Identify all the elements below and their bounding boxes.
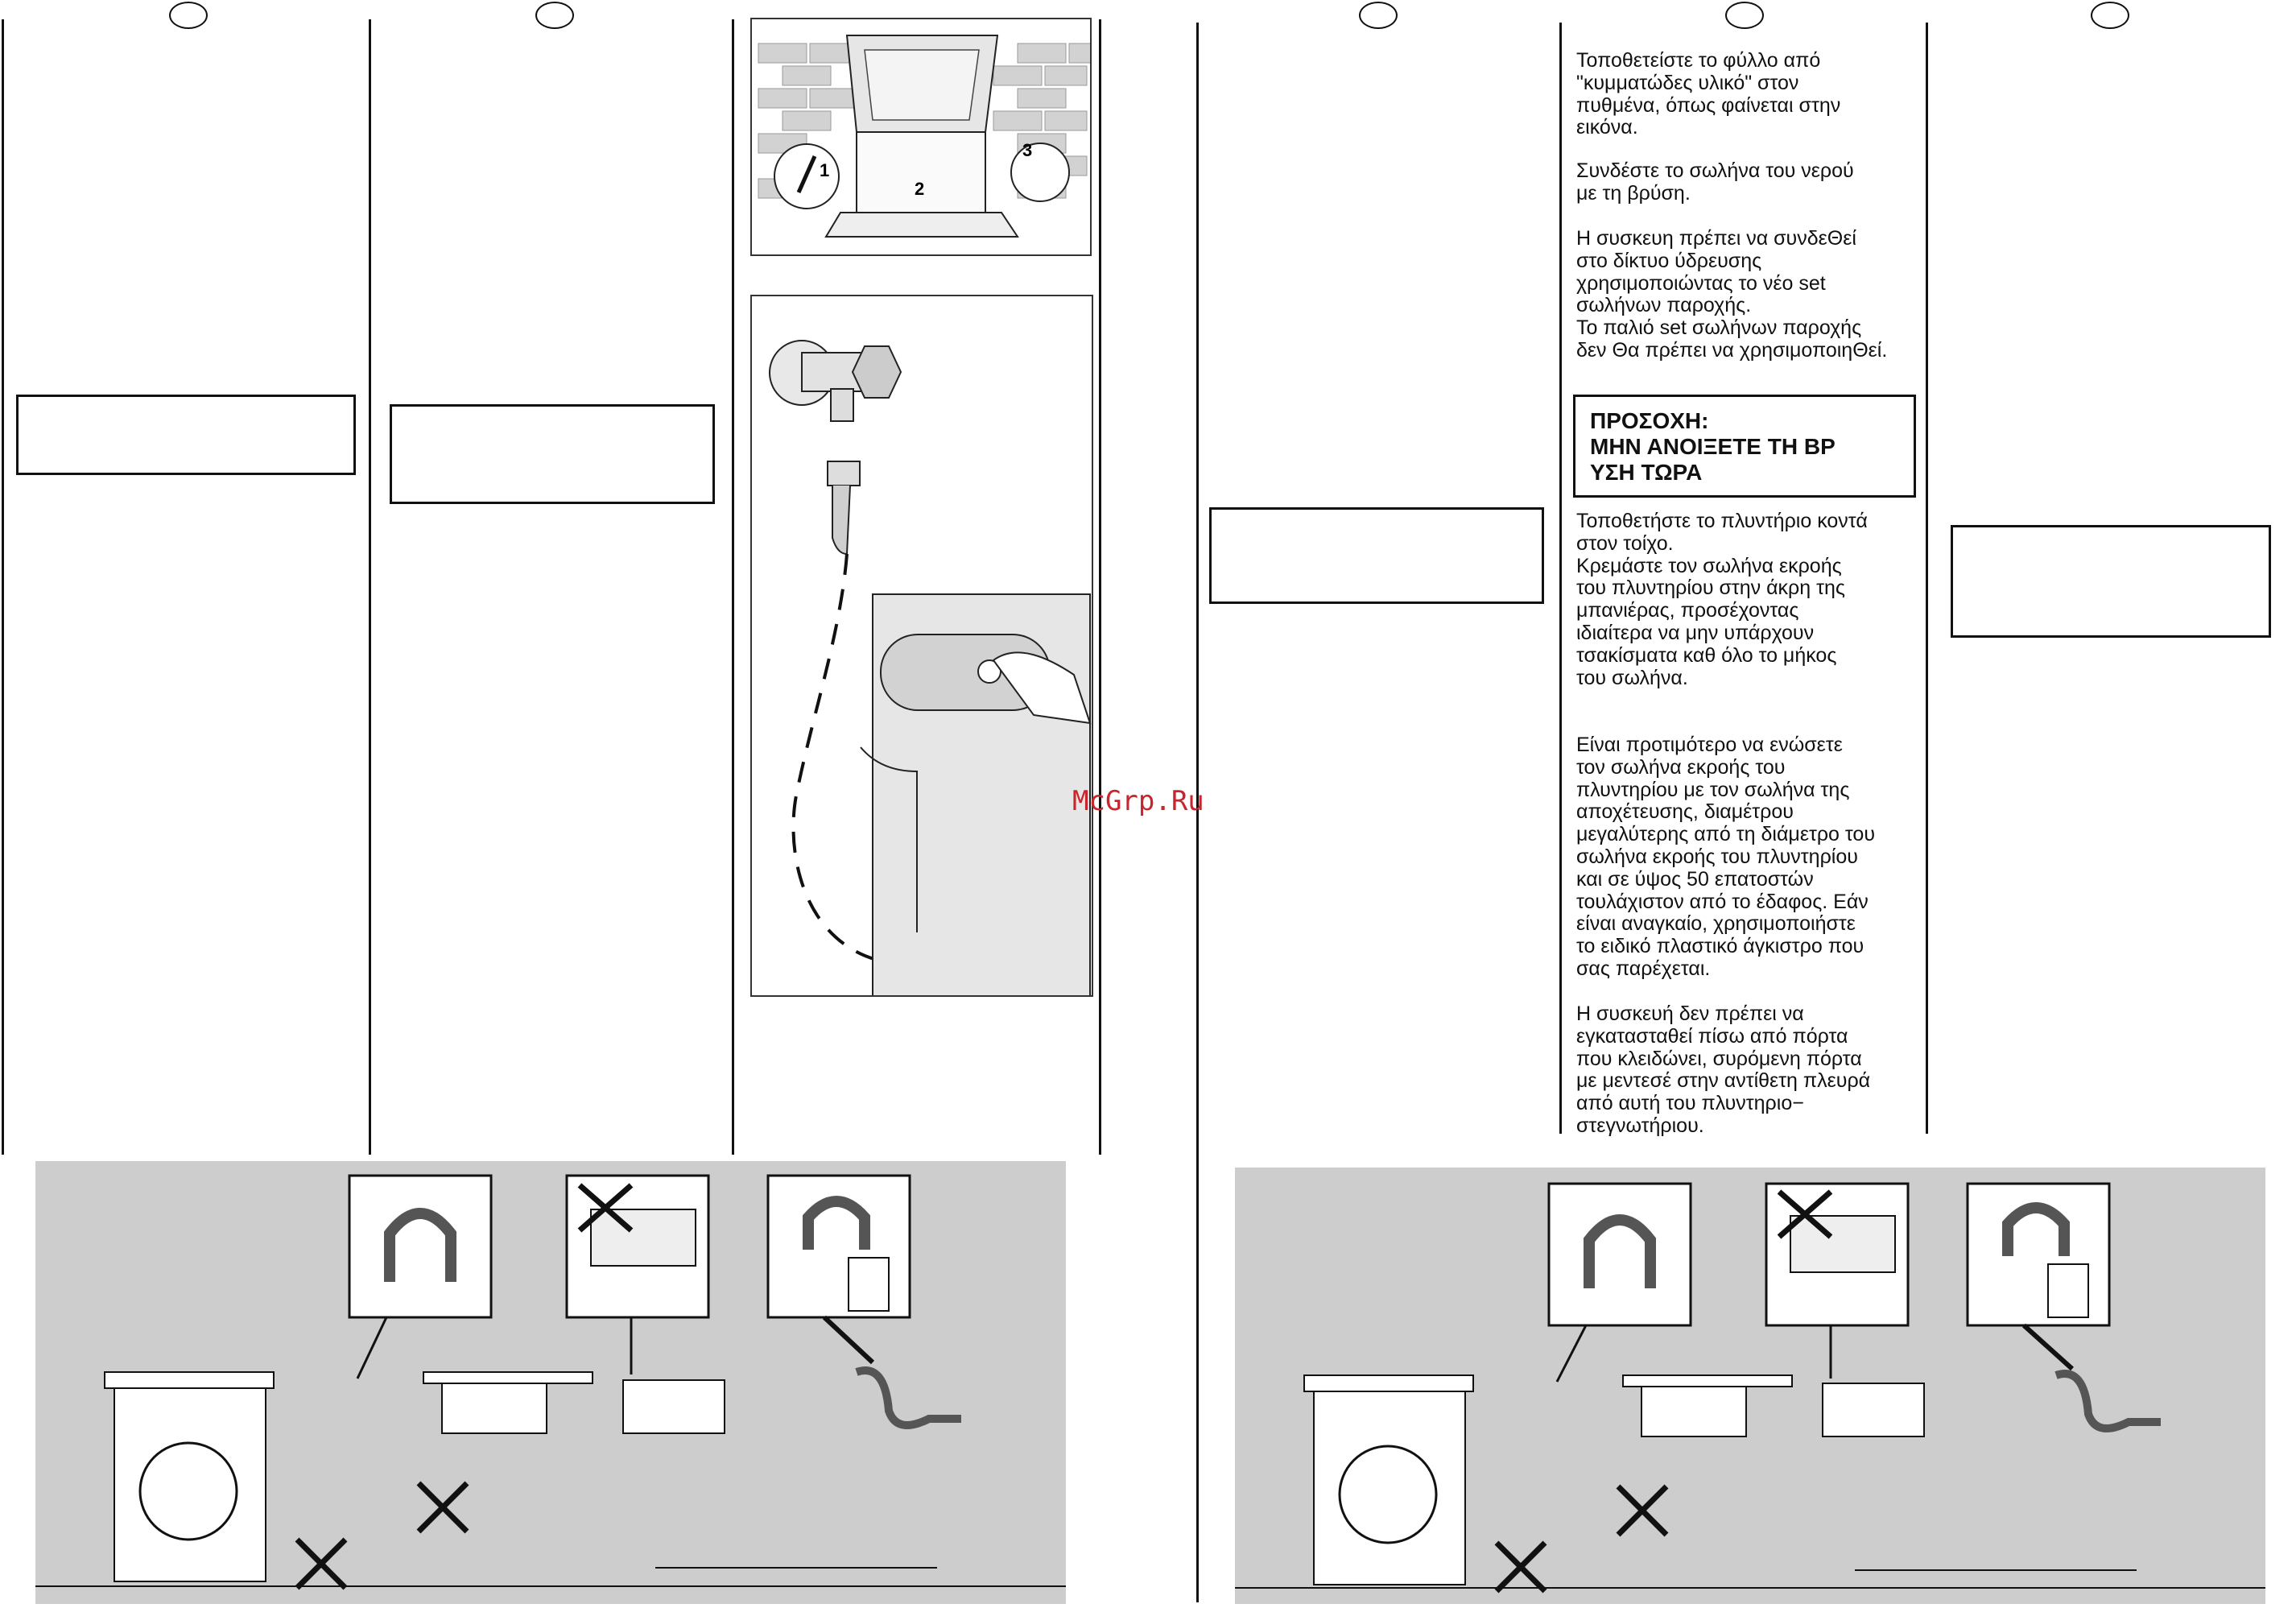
- divider-3: [732, 19, 734, 1155]
- instruction-paragraph-4: Τοποθετήστε το πλυντήριο κοντά στον τοίχ…: [1576, 510, 1868, 689]
- divider-2: [369, 19, 371, 1155]
- instruction-paragraph-2: Συνδέστε το σωλήνα του νερού με τη βρύση…: [1576, 159, 1854, 205]
- language-circle: [1359, 2, 1398, 29]
- language-circle: [2091, 2, 2129, 29]
- step-3-label: 3: [1022, 140, 1032, 160]
- empty-label-box: [390, 404, 715, 504]
- water-hose-drawing: [752, 296, 1092, 995]
- warning-box: ΠΡΟΣΟΧΗ: ΜΗΝ ΑΝΟΙΞΕΤΕ ΤΗ ΒΡ ΥΣΗ ΤΩΡΑ: [1573, 395, 1916, 498]
- instruction-paragraph-6: Η συσκευή δεν πρέπει να εγκατασταθεί πίσ…: [1576, 1002, 1871, 1137]
- instruction-paragraph-1: Τοποθετείστε το φύλλο από "κυμματώδες υλ…: [1576, 49, 1841, 139]
- divider-5: [1196, 23, 1199, 1602]
- drain-options-drawing-left: [35, 1174, 1066, 1590]
- step-2-label: 2: [915, 179, 924, 199]
- base-installation-drawing: 1 2 3: [752, 19, 1090, 254]
- empty-label-box: [16, 395, 356, 475]
- empty-label-box: [1951, 525, 2271, 638]
- divider-6: [1559, 23, 1562, 1134]
- drain-options-drawing-right: [1235, 1182, 2265, 1594]
- divider-1: [2, 19, 4, 1155]
- drain-options-figure-right: [1235, 1168, 2265, 1604]
- language-circle: [535, 2, 574, 29]
- base-installation-figure: 1 2 3: [750, 18, 1092, 256]
- divider-7: [1926, 23, 1928, 1134]
- watermark: McGrp.Ru: [1072, 785, 1204, 817]
- divider-4: [1099, 19, 1101, 1155]
- instruction-paragraph-5: Είναι προτιμότερο να ενώσετε τον σωλήνα …: [1576, 734, 1876, 980]
- water-hose-figure: [750, 295, 1093, 997]
- instruction-paragraph-3: Η συσκευη πρέπει να συνδεΘεί στο δίκτυο …: [1576, 227, 1888, 362]
- step-1-label: 1: [820, 160, 829, 180]
- language-circle: [1725, 2, 1764, 29]
- empty-label-box: [1209, 507, 1544, 604]
- drain-options-figure-left: [35, 1161, 1066, 1604]
- language-circle: [169, 2, 208, 29]
